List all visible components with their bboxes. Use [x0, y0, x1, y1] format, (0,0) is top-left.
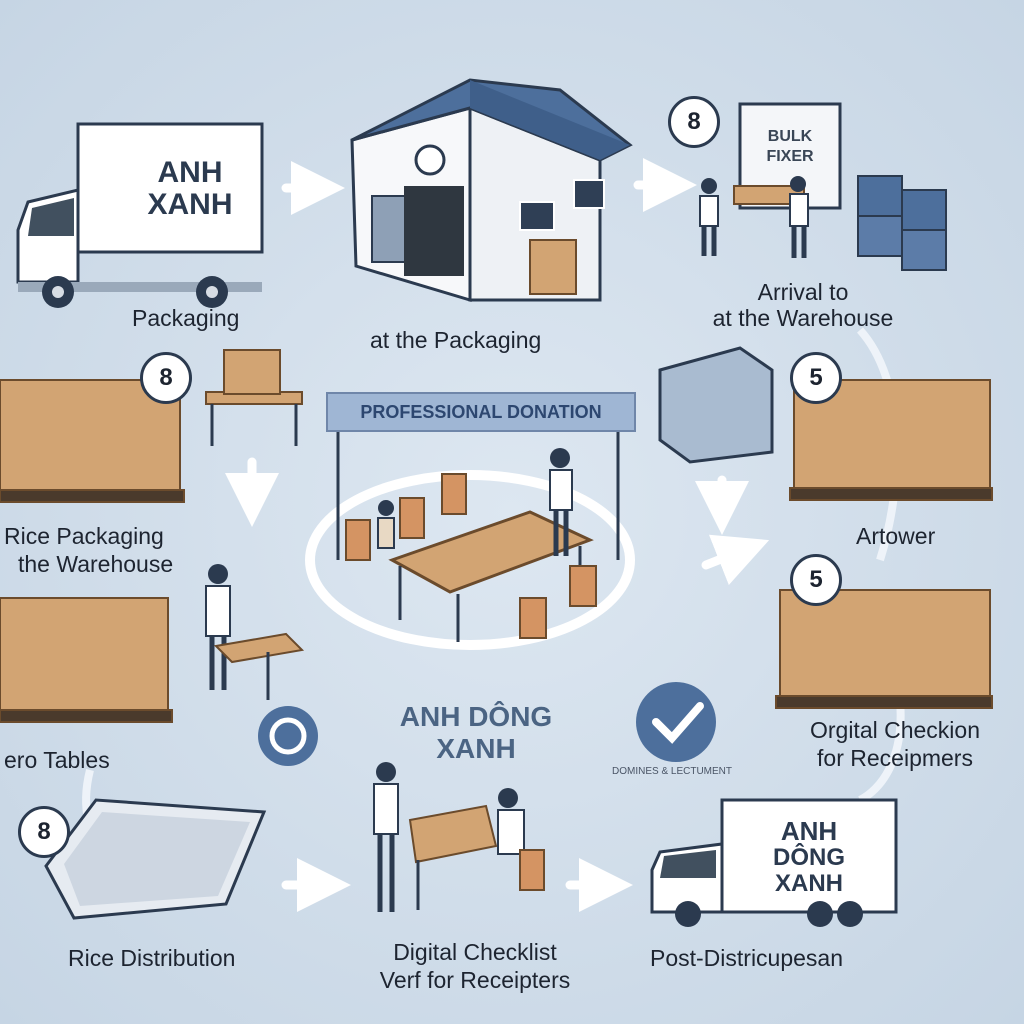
- step-badge-left-middle: 8: [140, 352, 192, 404]
- truck-bottom-text-line3: XANH: [774, 870, 843, 897]
- label-orgital-line2: for Receipmers: [817, 745, 973, 771]
- label-rice-distribution: Rice Distribution: [68, 945, 236, 971]
- step-badge-bottom-left: 8: [18, 806, 70, 858]
- box-stack-right-lower: [775, 589, 993, 709]
- label-digital-line2: Verf for Receipters: [379, 967, 571, 993]
- truck-bottom-text-line1: ANH: [780, 816, 838, 846]
- label-post-distribution: Post-Districupesan: [650, 945, 844, 971]
- truck-top-text-line1: ANH: [157, 156, 223, 189]
- box-stack-left-lower: [0, 597, 173, 723]
- label-arrival-line1: Arrival to: [757, 279, 849, 305]
- truck-bottom-text-line2: DÔNG: [773, 844, 845, 871]
- label-arrival-line2: at the Warehouse: [712, 305, 894, 331]
- label-rice-packaging-line2: the Warehouse: [18, 551, 174, 577]
- donation-tent: [336, 428, 620, 560]
- small-caption: DOMINES & LECTUMENT: [612, 766, 733, 777]
- delivery-truck-top: [16, 122, 264, 308]
- label-artower: Artower: [856, 523, 936, 549]
- shield-check-icon: [258, 706, 318, 766]
- checkmark-icon: [636, 682, 716, 762]
- warehouse-building: [350, 78, 633, 303]
- label-at-packaging: at the Packaging: [370, 327, 542, 353]
- truck-top-text-line2: XANH: [147, 188, 233, 221]
- flow-arrows: [225, 158, 770, 912]
- step-badge-right-lower: 5: [790, 554, 842, 606]
- tent-people: [377, 448, 573, 556]
- packing-table: [205, 349, 303, 446]
- chairs: [345, 473, 597, 639]
- label-orgital-line1: Orgital Checkion: [809, 717, 981, 743]
- delivery-truck-bottom: [650, 798, 898, 927]
- label-digital-line1: Digital Checklist: [393, 939, 557, 965]
- rice-distribution-tray: [44, 798, 267, 920]
- brand-line1: ANH DÔNG: [399, 701, 553, 732]
- step-badge-right-upper: 5: [790, 352, 842, 404]
- label-packaging: Packaging: [132, 305, 240, 331]
- checklist-scene: [373, 762, 545, 912]
- label-rice-packaging-line1: Rice Packaging: [4, 523, 164, 549]
- sign-text-line1: BULK: [767, 128, 813, 145]
- volunteer-left: [205, 564, 305, 700]
- storage-bin: [658, 346, 774, 464]
- professional-donation-banner: PROFESSIONAL DONATION: [326, 392, 636, 432]
- step-badge-top-right: 8: [668, 96, 720, 148]
- donation-table: [388, 510, 594, 642]
- label-tables: ero Tables: [4, 747, 110, 773]
- brand-line2: XANH: [436, 733, 516, 764]
- arrival-scene: [699, 102, 947, 271]
- central-ring: [305, 470, 635, 650]
- sign-text-line2: FIXER: [766, 148, 814, 165]
